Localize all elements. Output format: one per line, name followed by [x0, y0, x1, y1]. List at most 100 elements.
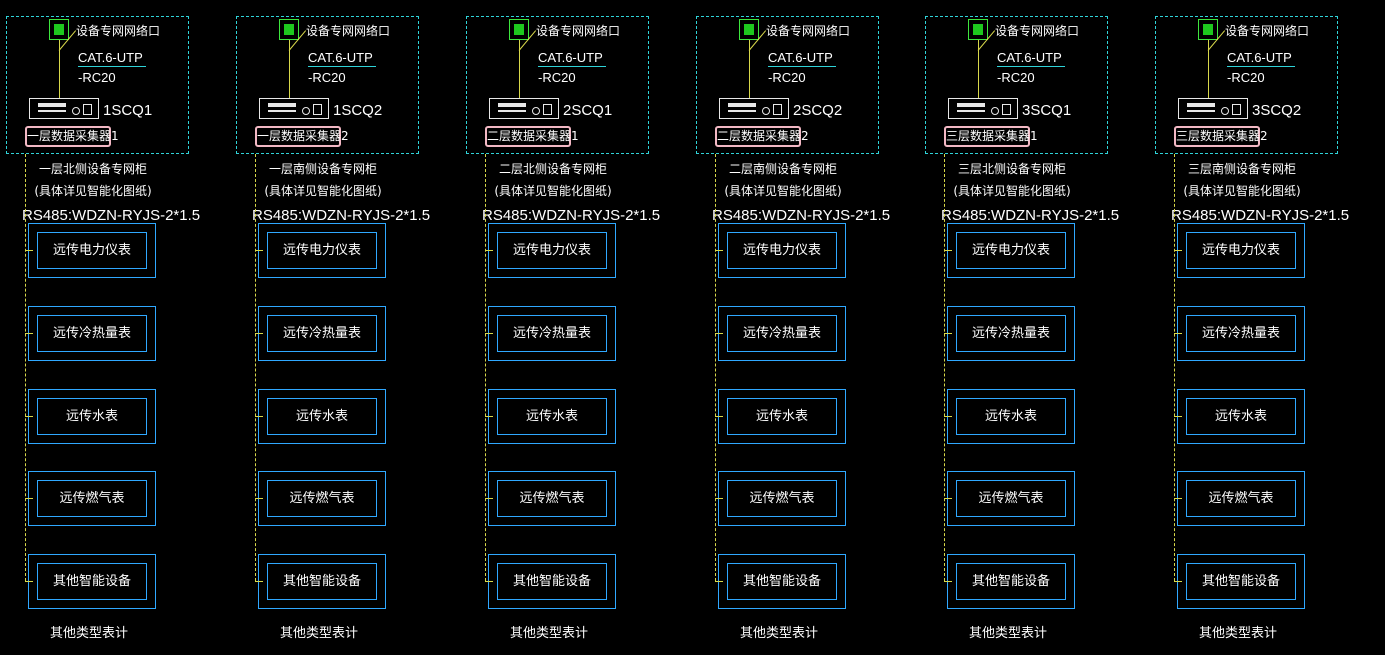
meter-label: 远传电力仪表	[1186, 232, 1296, 269]
meter-box: 远传燃气表	[258, 471, 386, 526]
device-id-label: 3SCQ2	[1252, 102, 1302, 119]
bus-tap-line	[1174, 416, 1182, 417]
meter-box: 远传冷热量表	[488, 306, 616, 361]
meter-label: 远传电力仪表	[956, 232, 1066, 269]
equipment-cabinet-frame	[6, 16, 189, 154]
cabinet-note: (具体详见智能化图纸)	[953, 184, 1071, 198]
bus-tap-line	[255, 416, 263, 417]
port-label: 设备专网网络口	[306, 24, 391, 38]
cable-label-underline	[1227, 66, 1295, 67]
meter-box: 其他智能设备	[947, 554, 1075, 609]
meter-box: 远传电力仪表	[488, 223, 616, 278]
bus-tap-line	[255, 250, 263, 251]
cabinet-title: 三层南侧设备专网柜	[1187, 162, 1296, 176]
rs485-cable-label: RS485:WDZN-RYJS-2*1.5	[252, 207, 431, 224]
network-port-icon	[279, 19, 299, 40]
network-port-icon	[49, 19, 69, 40]
data-collector-device-icon	[719, 98, 789, 119]
cabinet-note: (具体详见智能化图纸)	[264, 184, 382, 198]
rs485-bus-line	[1174, 154, 1175, 581]
cabinet-note: (具体详见智能化图纸)	[724, 184, 842, 198]
bus-tap-line	[1174, 498, 1182, 499]
bus-tap-line	[25, 333, 33, 334]
port-label: 设备专网网络口	[766, 24, 851, 38]
meter-box: 其他智能设备	[718, 554, 846, 609]
bus-tap-line	[25, 416, 33, 417]
conduit-label: -RC20	[768, 70, 806, 85]
bus-tap-line	[255, 498, 263, 499]
meter-label: 远传燃气表	[267, 480, 377, 517]
meter-label: 远传水表	[1186, 398, 1296, 435]
bus-tap-line	[485, 250, 493, 251]
cable-type-label: CAT.6-UTP	[1227, 50, 1292, 65]
meter-label: 远传燃气表	[37, 480, 147, 517]
network-port-icon	[968, 19, 988, 40]
equipment-cabinet-frame	[236, 16, 419, 154]
port-label: 设备专网网络口	[995, 24, 1080, 38]
data-collector-device-icon	[259, 98, 329, 119]
meter-label: 远传冷热量表	[727, 315, 837, 352]
data-collector-device-icon	[29, 98, 99, 119]
meter-box: 远传水表	[1177, 389, 1305, 444]
meter-label: 远传电力仪表	[37, 232, 147, 269]
meter-label: 其他智能设备	[497, 563, 607, 600]
data-collector-device-icon	[489, 98, 559, 119]
cable-type-label: CAT.6-UTP	[78, 50, 143, 65]
cabinet-title: 一层南侧设备专网柜	[268, 162, 377, 176]
footer-label: 其他类型表计	[510, 626, 589, 641]
meter-label: 远传燃气表	[956, 480, 1066, 517]
bus-tap-line	[715, 250, 723, 251]
bus-tap-line	[1174, 581, 1182, 582]
footer-label: 其他类型表计	[1199, 626, 1278, 641]
meter-box: 远传水表	[488, 389, 616, 444]
meter-label: 远传水表	[956, 398, 1066, 435]
meter-label: 远传冷热量表	[267, 315, 377, 352]
bus-tap-line	[485, 333, 493, 334]
footer-label: 其他类型表计	[280, 626, 359, 641]
meter-box: 远传冷热量表	[258, 306, 386, 361]
equipment-cabinet-frame	[1155, 16, 1338, 154]
footer-label: 其他类型表计	[740, 626, 819, 641]
bus-tap-line	[715, 416, 723, 417]
device-id-label: 2SCQ2	[793, 102, 843, 119]
bus-tap-line	[944, 416, 952, 417]
cable-label-underline	[997, 66, 1065, 67]
collector-column-4: 设备专网网络口 CAT.6-UTP -RC20 2SCQ2 二层数据采集器2 二…	[696, 0, 926, 655]
meter-box: 其他智能设备	[1177, 554, 1305, 609]
bus-tap-line	[25, 498, 33, 499]
meter-label: 远传冷热量表	[37, 315, 147, 352]
network-port-icon	[509, 19, 529, 40]
rs485-bus-line	[25, 154, 26, 581]
cable-type-label: CAT.6-UTP	[538, 50, 603, 65]
network-port-icon	[739, 19, 759, 40]
meter-label: 其他智能设备	[956, 563, 1066, 600]
collector-column-2: 设备专网网络口 CAT.6-UTP -RC20 1SCQ2 一层数据采集器2 一…	[236, 0, 466, 655]
meter-label: 远传燃气表	[727, 480, 837, 517]
meter-box: 远传电力仪表	[947, 223, 1075, 278]
meter-box: 远传燃气表	[488, 471, 616, 526]
meter-box: 远传冷热量表	[1177, 306, 1305, 361]
network-cable-line	[1208, 40, 1209, 98]
cabinet-title: 二层南侧设备专网柜	[728, 162, 837, 176]
bus-tap-line	[715, 333, 723, 334]
equipment-cabinet-frame	[466, 16, 649, 154]
meter-box: 远传冷热量表	[28, 306, 156, 361]
bus-tap-line	[485, 581, 493, 582]
cabinet-title: 二层北侧设备专网柜	[498, 162, 607, 176]
conduit-label: -RC20	[997, 70, 1035, 85]
device-id-label: 3SCQ1	[1022, 102, 1072, 119]
rs485-cable-label: RS485:WDZN-RYJS-2*1.5	[22, 207, 201, 224]
meter-label: 远传水表	[497, 398, 607, 435]
conduit-label: -RC20	[538, 70, 576, 85]
rs485-bus-line	[715, 154, 716, 581]
bus-tap-line	[944, 581, 952, 582]
collector-column-6: 设备专网网络口 CAT.6-UTP -RC20 3SCQ2 三层数据采集器2 三…	[1155, 0, 1385, 655]
cabinet-title: 三层北侧设备专网柜	[957, 162, 1066, 176]
meter-box: 远传冷热量表	[947, 306, 1075, 361]
meter-label: 远传电力仪表	[727, 232, 837, 269]
cable-label-underline	[78, 66, 146, 67]
footer-label: 其他类型表计	[969, 626, 1048, 641]
port-label: 设备专网网络口	[536, 24, 621, 38]
rs485-cable-label: RS485:WDZN-RYJS-2*1.5	[482, 207, 661, 224]
cabinet-title: 一层北侧设备专网柜	[38, 162, 147, 176]
